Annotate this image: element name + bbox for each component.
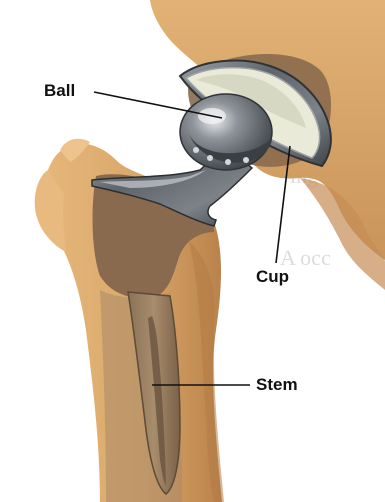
stem-label: Stem [256, 376, 298, 393]
ball-label: Ball [44, 82, 75, 99]
cup-label: Cup [256, 268, 289, 285]
femoral-ball [180, 94, 272, 170]
